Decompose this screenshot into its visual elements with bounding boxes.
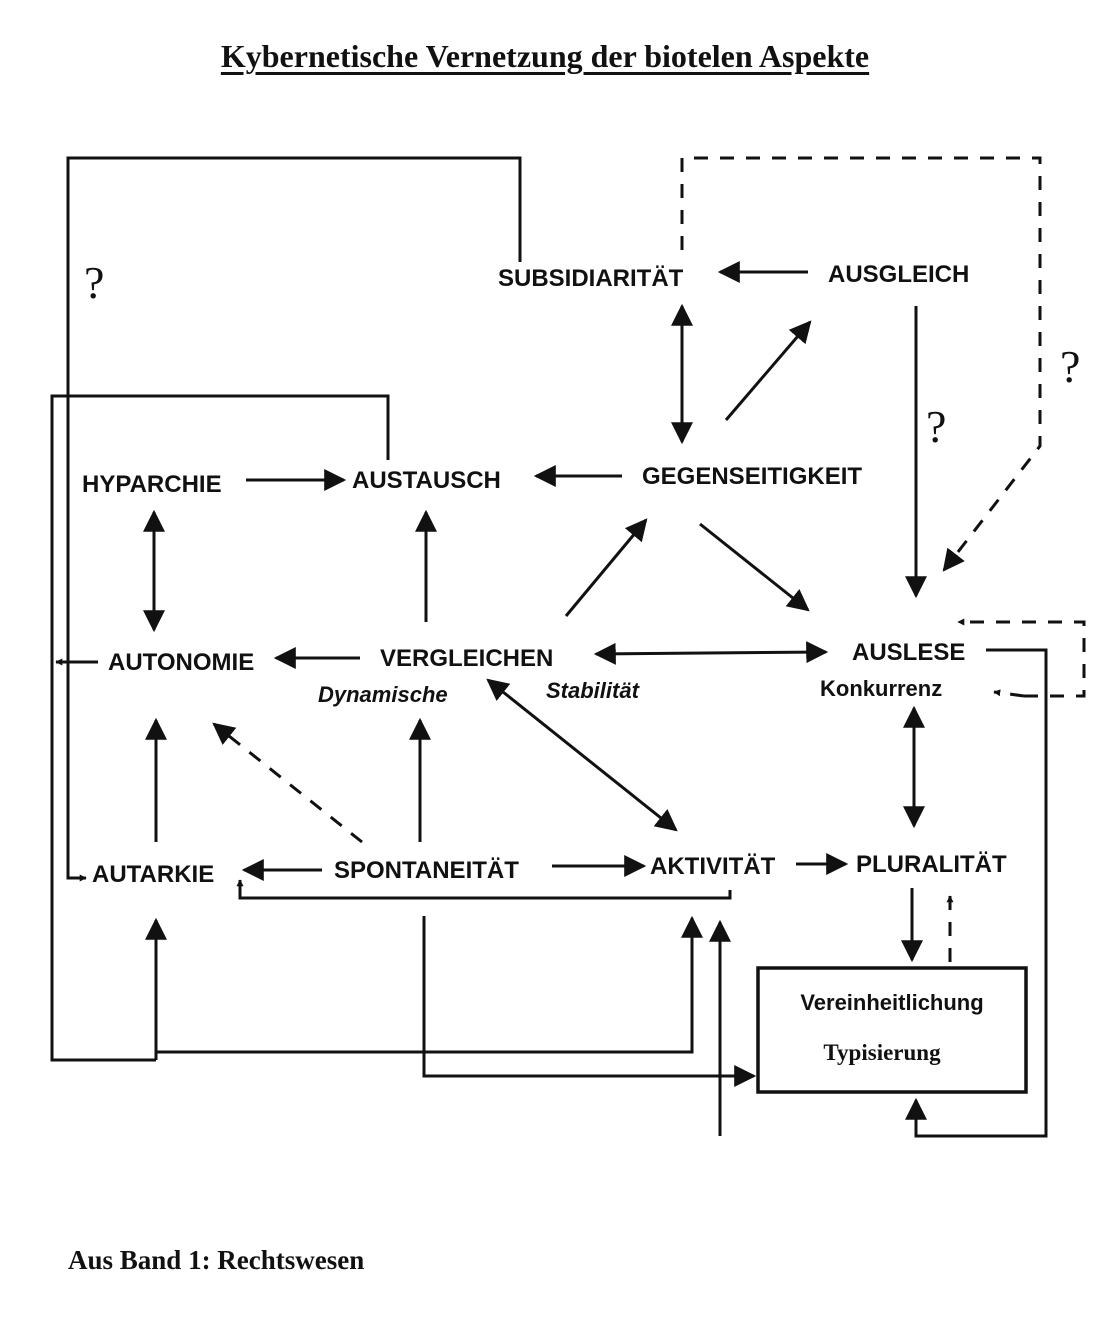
question-mark-left: ? (84, 257, 104, 308)
node-gegenseitigkeit: GEGENSEITIGKEIT (642, 463, 862, 490)
arrow-vergleichen-gegenseitigkeit (564, 518, 648, 617)
node-konkurrenz: Konkurrenz (820, 676, 942, 701)
dashed-line-subsidiaritaet-auslese (680, 156, 1042, 572)
node-dynamische: Dynamische (318, 682, 448, 707)
node-vereinheitlichung: Vereinheitlichung (800, 990, 983, 1015)
dashed-arrow-konkurrenz (993, 689, 1025, 698)
node-autarkie: AUTARKIE (92, 861, 214, 888)
arrow-spontaneitaet-box (422, 916, 757, 1087)
source-note: Aus Band 1: Rechtswesen (68, 1245, 365, 1275)
line-austausch-loop (50, 394, 390, 1062)
line-aktivitaet-to-autarkie (236, 879, 732, 900)
node-aktivitaet: AKTIVITÄT (650, 853, 776, 880)
dashed-loop-auslese (957, 618, 1086, 698)
node-vergleichen: VERGLEICHEN (380, 645, 553, 672)
arrow-gegenseitigkeit-ausgleich (724, 320, 812, 421)
node-typisierung: Typisierung (823, 1040, 941, 1065)
arrow-vergleichen-aktivitaet (486, 678, 678, 832)
node-autonomie: AUTONOMIE (108, 649, 254, 676)
line-auslese-to-box (905, 648, 1048, 1138)
arrow-bottom-aktivitaet (156, 915, 703, 1054)
node-auslese: AUSLESE (852, 639, 965, 666)
arrow-gegenseitigkeit-auslese (699, 522, 810, 612)
node-spontaneitaet: SPONTANEITÄT (334, 857, 519, 884)
node-pluralitaet: PLURALITÄT (856, 851, 1007, 878)
vereinheitlichung-box (756, 966, 1028, 1094)
node-austausch: AUSTAUSCH (352, 467, 501, 494)
node-subsidiaritaet: SUBSIDIARITÄT (498, 265, 684, 292)
question-mark-middle: ? (926, 401, 946, 452)
node-hyparchie: HYPARCHIE (82, 471, 222, 498)
line-subsidiaritaet-to-autarkie (66, 156, 522, 882)
arrow-vergleichen-auslese (593, 641, 829, 665)
node-ausgleich: AUSGLEICH (828, 261, 969, 288)
question-mark-right: ? (1060, 341, 1080, 392)
node-stabilitaet: Stabilität (546, 678, 641, 703)
dashed-arrow-spontaneitaet-autonomie (212, 722, 363, 844)
page-title: Kybernetische Vernetzung der biotelen As… (220, 38, 870, 74)
